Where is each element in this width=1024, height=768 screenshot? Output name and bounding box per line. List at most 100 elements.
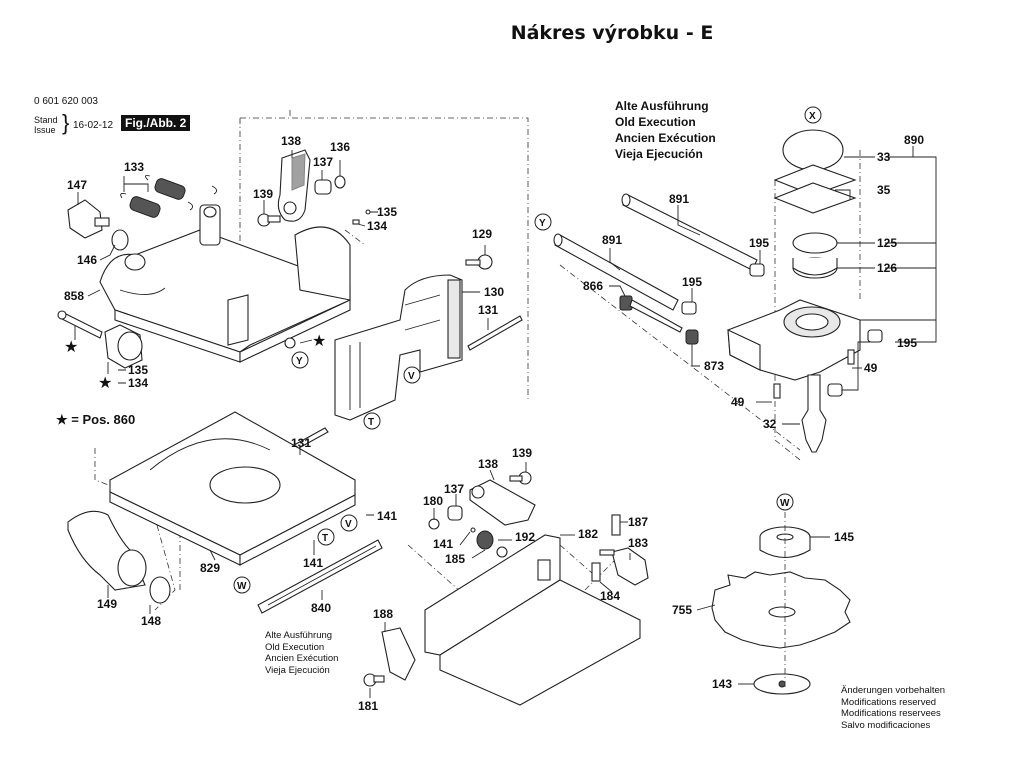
ref-marker-t-base: T — [317, 528, 335, 546]
part-label: 134 — [128, 376, 148, 390]
svg-text:T: T — [322, 533, 328, 544]
part-label: 866 — [583, 279, 603, 293]
washer-136 — [334, 175, 346, 189]
screw-49-b — [773, 383, 781, 399]
housing-858 — [99, 204, 351, 363]
stand-label: Stand Issue — [34, 115, 58, 135]
washer-180 — [428, 518, 440, 530]
svg-text:Y: Y — [539, 218, 546, 229]
part-label: 146 — [77, 253, 97, 267]
part-label: 135 — [128, 363, 148, 377]
lever-138-bottom — [469, 479, 536, 526]
plate-187 — [611, 514, 621, 536]
screw-181 — [363, 673, 385, 687]
svg-text:W: W — [780, 498, 790, 509]
star-icon: ★ — [98, 375, 112, 392]
bushing-195-c — [867, 329, 883, 343]
bushing-195-a — [749, 263, 765, 277]
ref-marker-y-right: Y — [534, 213, 552, 231]
screw-129 — [465, 254, 493, 270]
ref-marker-t-fence: T — [363, 412, 381, 430]
plate-184 — [591, 562, 601, 582]
assembly-frame-top — [239, 110, 529, 400]
part-label: 137 — [444, 482, 464, 496]
ref-marker-v-fence: V — [403, 366, 421, 384]
screw-139-bottom — [509, 471, 532, 485]
o-ring-148 — [149, 576, 171, 604]
bushing-137-bottom — [447, 505, 463, 521]
bushing-195-b — [681, 301, 697, 315]
part-label: 145 — [834, 530, 854, 544]
adjust-knob-860 — [57, 310, 143, 369]
old-execution-note-bottom: Alte Ausführung Old Execution Ancien Exé… — [265, 630, 338, 676]
part-label: 136 — [330, 140, 350, 154]
guide-rod-891-lower — [553, 233, 679, 311]
fence-130 — [334, 274, 463, 421]
part-label: 139 — [253, 187, 273, 201]
spring-134 — [352, 219, 360, 225]
note-line: Vieja Ejecución — [265, 664, 330, 676]
svg-text:X: X — [809, 111, 816, 122]
ball-141 — [470, 527, 476, 533]
spindle-32 — [801, 374, 827, 453]
bushing-137-top — [314, 179, 332, 195]
ref-marker-w-base: W — [233, 576, 251, 594]
part-label: 129 — [472, 227, 492, 241]
svg-text:V: V — [408, 371, 415, 382]
stand-label-en: Issue — [34, 125, 56, 135]
lever-138-top — [277, 149, 311, 222]
part-label: 138 — [478, 457, 498, 471]
part-label: 181 — [358, 699, 378, 713]
clamp-188 — [381, 627, 416, 681]
brace: } — [62, 110, 70, 135]
knob-183 — [599, 547, 649, 586]
part-label: 195 — [897, 336, 917, 350]
nut-860 — [284, 337, 296, 349]
part-label: 131 — [478, 303, 498, 317]
note-line: Änderungen vorbehalten — [841, 685, 946, 696]
flange-143 — [753, 673, 811, 695]
bearing-126 — [792, 257, 838, 279]
part-label: 139 — [512, 446, 532, 460]
part-label: 130 — [484, 285, 504, 299]
page-title: Nákres výrobku - E — [510, 22, 714, 44]
part-label: 192 — [515, 530, 535, 544]
ref-marker-x: X — [804, 106, 822, 124]
springs-133 — [120, 175, 217, 218]
note-line: Alte Ausführung — [265, 630, 333, 641]
part-label: 873 — [704, 359, 724, 373]
part-label: 148 — [141, 614, 161, 628]
gear-housing — [727, 299, 861, 381]
part-label: 188 — [373, 607, 393, 621]
part-label: 49 — [864, 361, 878, 375]
part-label: 840 — [311, 601, 331, 615]
part-label: 891 — [669, 192, 689, 206]
gasket-35-b — [773, 182, 857, 214]
saw-blade-755 — [711, 571, 851, 649]
part-label: 184 — [600, 589, 620, 603]
note-line: Modifications reserved — [841, 696, 937, 708]
part-label: 133 — [124, 160, 144, 174]
document-number: 0 601 620 003 — [34, 96, 98, 107]
part-label: 143 — [712, 677, 732, 691]
part-label: 182 — [578, 527, 598, 541]
part-label: 49 — [731, 395, 745, 409]
assembly-frame-left — [94, 448, 181, 611]
svg-text:W: W — [237, 581, 247, 592]
part-label: 829 — [200, 561, 220, 575]
base-plate-829 — [109, 411, 356, 566]
figure-badge: Fig./Abb. 2 — [121, 115, 191, 131]
gear-185 — [476, 530, 494, 550]
star-icon: ★ — [64, 339, 78, 356]
part-label: 147 — [67, 178, 87, 192]
ref-marker-v-base: V — [340, 514, 358, 532]
knurled-nut-873 — [685, 329, 699, 345]
part-label: 180 — [423, 494, 443, 508]
note-line: Old Execution — [265, 641, 325, 653]
part-label: 137 — [313, 155, 333, 169]
part-label: 33 — [877, 150, 891, 164]
part-label: 35 — [877, 183, 891, 197]
old-execution-note-top: Alte Ausführung Old Execution Ancien Exé… — [615, 98, 716, 162]
ref-marker-y-left: Y — [291, 351, 309, 369]
